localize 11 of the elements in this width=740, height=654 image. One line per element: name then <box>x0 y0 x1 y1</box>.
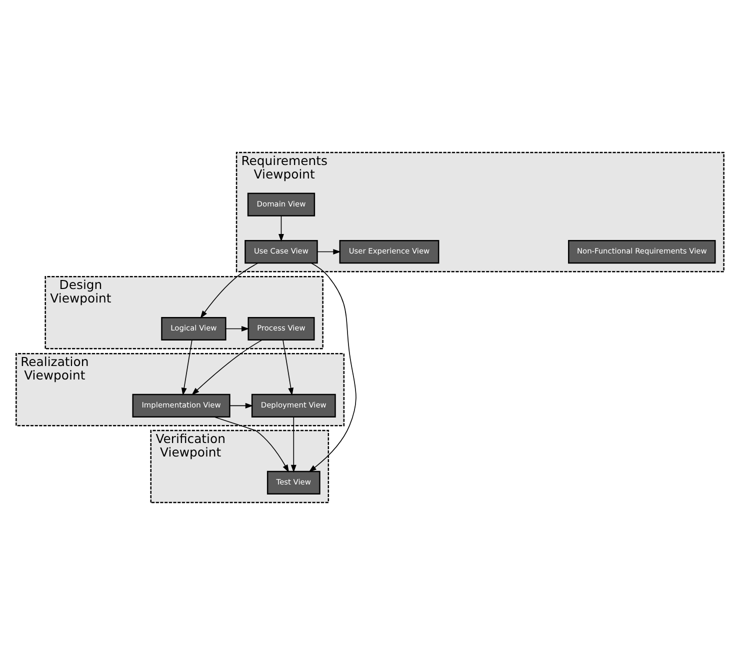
arrow <box>316 248 341 254</box>
arrow <box>229 402 254 408</box>
arrow <box>308 262 356 472</box>
arrow <box>282 339 294 396</box>
arrow <box>214 416 290 472</box>
arrow <box>192 339 263 395</box>
arrow <box>200 262 259 318</box>
arrow <box>225 326 250 331</box>
arrow <box>290 416 296 472</box>
arrow <box>278 214 284 242</box>
arrow <box>181 339 192 396</box>
